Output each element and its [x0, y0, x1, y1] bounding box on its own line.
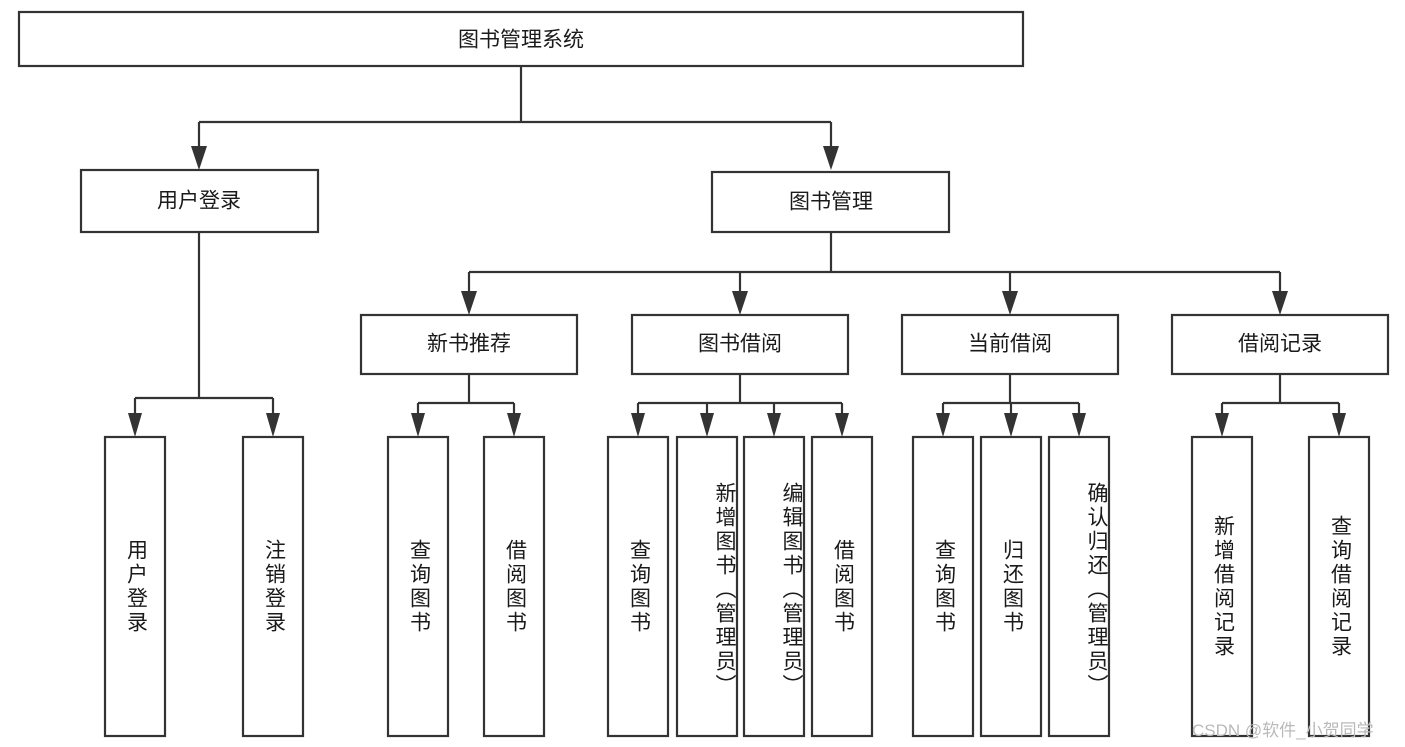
arrow-leaf-edit-book: [767, 413, 781, 437]
arrow-leaf-query-record: [1332, 413, 1346, 437]
node-book-manage-label: 图书管理: [789, 191, 873, 214]
node-leaf-return-book-rect[interactable]: [979, 435, 1043, 738]
arrow-to-current-borrow: [1002, 291, 1018, 315]
node-new-book-recommend-label: 新书推荐: [427, 333, 511, 356]
node-borrow-record-rect[interactable]: [1170, 313, 1390, 376]
arrow-leaf-logout-login: [266, 413, 280, 437]
node-current-borrow-label: 当前借阅: [968, 333, 1052, 356]
arrow-leaf-borrow-book-2: [835, 413, 849, 437]
leaf-nodes-group: [103, 435, 1371, 738]
node-leaf-add-book-rect[interactable]: [675, 435, 739, 738]
node-current-borrow-rect[interactable]: [900, 313, 1120, 376]
node-leaf-borrow-book-1-rect[interactable]: [482, 435, 546, 738]
node-leaf-user-login-rect[interactable]: [103, 435, 167, 738]
node-leaf-add-record-rect[interactable]: [1190, 435, 1254, 738]
node-new-book-recommend-rect[interactable]: [359, 313, 579, 376]
arrow-to-userlogin: [191, 146, 207, 170]
arrow-to-new-book-recommend: [461, 291, 477, 315]
arrow-leaf-return-book: [1004, 413, 1018, 437]
arrow-leaf-add-record: [1215, 413, 1229, 437]
arrow-leaf-borrow-book-1: [507, 413, 521, 437]
node-leaf-logout-login-rect[interactable]: [241, 435, 305, 738]
node-user-login-label: 用户登录: [157, 190, 241, 213]
node-root-rect[interactable]: [17, 10, 1025, 68]
node-leaf-borrow-book-2-rect[interactable]: [810, 435, 874, 738]
arrow-to-borrow-record: [1272, 291, 1288, 315]
arrow-to-book-borrow: [732, 291, 748, 315]
node-leaf-edit-book-rect[interactable]: [742, 435, 806, 738]
node-user-login-rect[interactable]: [79, 168, 320, 234]
node-leaf-query-record-rect[interactable]: [1307, 435, 1371, 738]
arrow-leaf-user-login: [128, 413, 142, 437]
edges-group: [128, 66, 1346, 437]
node-book-borrow[interactable]: 图书借阅: [630, 313, 850, 376]
node-new-book-recommend[interactable]: 新书推荐: [359, 313, 579, 376]
arrow-leaf-confirm-return: [1072, 413, 1086, 437]
arrow-leaf-query-book-3: [936, 413, 950, 437]
node-borrow-record[interactable]: 借阅记录: [1170, 313, 1390, 376]
node-borrow-record-label: 借阅记录: [1238, 333, 1322, 356]
node-book-manage[interactable]: 图书管理: [710, 170, 951, 234]
arrow-leaf-query-book-1: [411, 413, 425, 437]
node-leaf-query-book-1-rect[interactable]: [386, 435, 450, 738]
node-book-manage-rect[interactable]: [710, 170, 951, 234]
arrow-to-bookmanage: [823, 146, 839, 170]
node-leaf-query-book-3-rect[interactable]: [911, 435, 975, 738]
node-root[interactable]: 图书管理系统: [17, 10, 1025, 68]
node-user-login[interactable]: 用户登录: [79, 168, 320, 234]
arrow-leaf-query-book-2: [631, 413, 645, 437]
watermark-text: CSDN @软件_小贺同学: [1192, 721, 1374, 740]
node-root-label: 图书管理系统: [458, 29, 584, 52]
node-leaf-confirm-return-rect[interactable]: [1047, 435, 1111, 738]
node-book-borrow-rect[interactable]: [630, 313, 850, 376]
node-leaf-query-book-2-rect[interactable]: [606, 435, 670, 738]
node-book-borrow-label: 图书借阅: [698, 333, 782, 356]
arrow-leaf-add-book: [700, 413, 714, 437]
node-current-borrow[interactable]: 当前借阅: [900, 313, 1120, 376]
